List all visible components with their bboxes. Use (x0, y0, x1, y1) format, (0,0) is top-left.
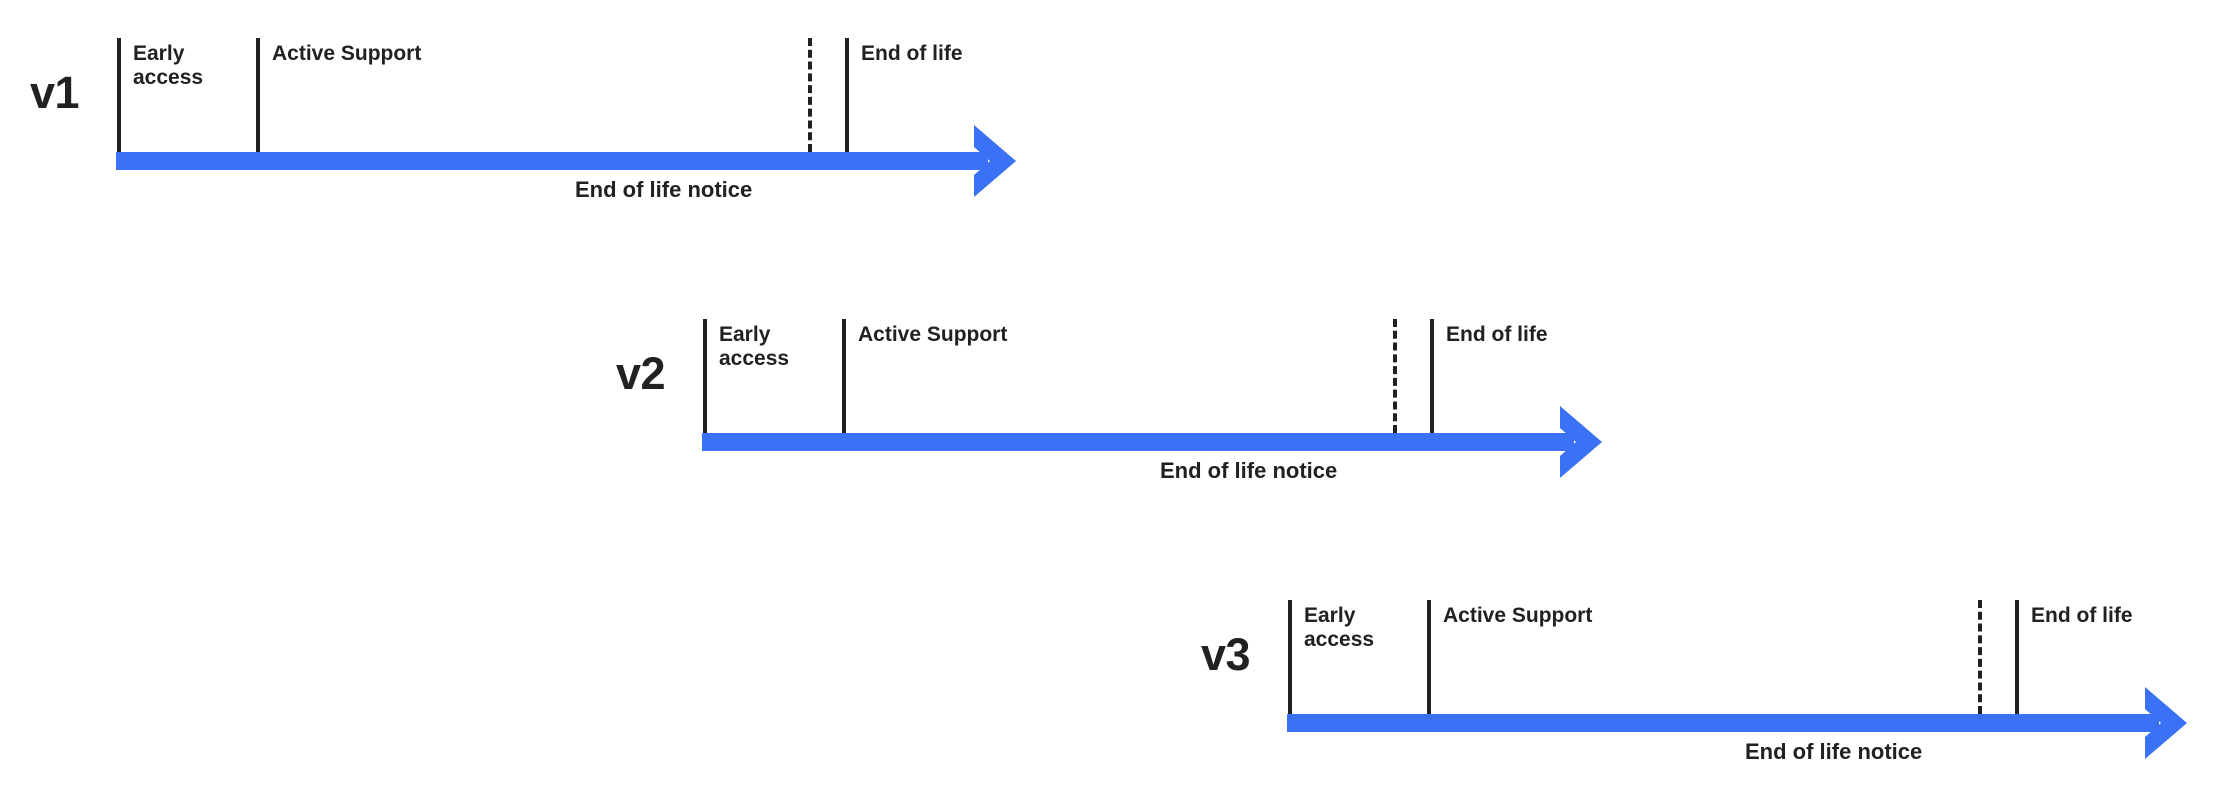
phase-label-early-access: Early access (133, 42, 204, 90)
phase-divider-end-of-life-start (2015, 600, 2019, 714)
phase-label-active-support: Active Support (1443, 604, 1593, 627)
phase-divider-eol-notice-start (1393, 319, 1397, 433)
phase-divider-eol-notice-start (808, 38, 812, 152)
end-of-life-notice-label: End of life notice (575, 177, 753, 202)
phase-divider-end-of-life-start (1430, 319, 1434, 433)
phase-divider-end-of-life-start (845, 38, 849, 152)
phase-label-active-support: Active Support (858, 323, 1008, 346)
phase-divider-active-support-start (1427, 600, 1431, 714)
phase-divider-active-support-start (842, 319, 846, 433)
arrow-head-icon (2139, 687, 2199, 759)
phase-label-early-access: Early access (1304, 604, 1375, 652)
support-bar (702, 433, 1574, 451)
phase-label-end-of-life: End of life (1446, 323, 1548, 346)
version-label-v1: v1 (30, 67, 80, 118)
version-label-v2: v2 (616, 348, 666, 399)
phase-divider-active-support-start (256, 38, 260, 152)
phase-divider-early-access-start (703, 319, 707, 433)
phase-divider-early-access-start (1288, 600, 1292, 714)
support-bar (116, 152, 988, 170)
version-label-v3: v3 (1201, 629, 1251, 680)
phase-label-active-support: Active Support (272, 42, 422, 65)
support-bar (1287, 714, 2159, 732)
phase-divider-eol-notice-start (1978, 600, 1982, 714)
end-of-life-notice-label: End of life notice (1745, 739, 1923, 764)
arrow-head-icon (968, 125, 1028, 197)
phase-divider-early-access-start (117, 38, 121, 152)
phase-label-early-access: Early access (719, 323, 790, 371)
phase-label-end-of-life: End of life (2031, 604, 2133, 627)
end-of-life-notice-label: End of life notice (1160, 458, 1338, 483)
phase-label-end-of-life: End of life (861, 42, 963, 65)
arrow-head-icon (1554, 406, 1614, 478)
